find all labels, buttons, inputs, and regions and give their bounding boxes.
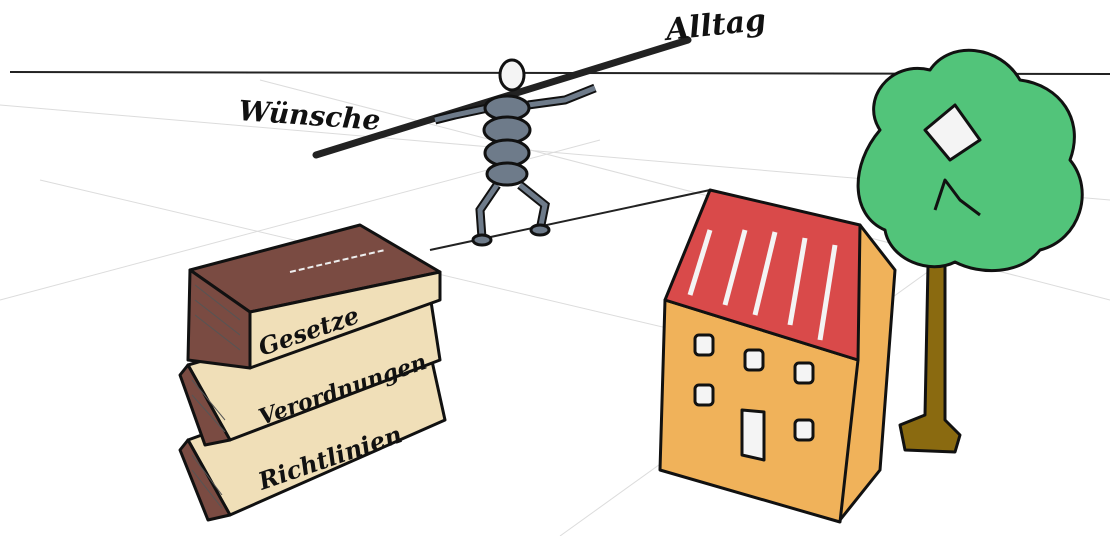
label-alltag: Alltag — [661, 3, 767, 49]
label-wuensche: Wünsche — [238, 94, 382, 137]
figure-head — [500, 60, 524, 90]
tree-trunk — [900, 262, 960, 452]
house — [660, 190, 895, 522]
house-door — [742, 410, 764, 460]
tightrope-walker — [435, 60, 595, 245]
tree — [858, 50, 1082, 452]
tree-crown — [858, 50, 1082, 270]
